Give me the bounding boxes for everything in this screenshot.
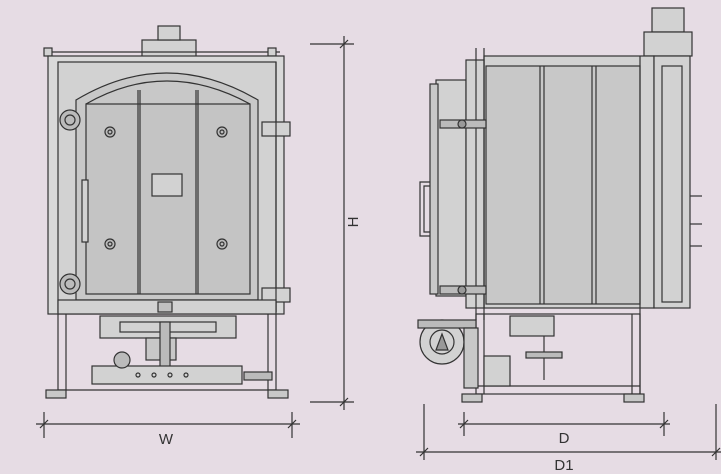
- depth-total-dimension: [416, 404, 721, 460]
- side-top-box: [651, 7, 685, 33]
- height-dimension: [310, 36, 354, 410]
- front-peep-window: [151, 173, 183, 197]
- side-door: [435, 79, 467, 297]
- height-label: H: [345, 217, 362, 228]
- depth-label: D: [559, 430, 570, 447]
- depth-total-label: D1: [554, 457, 573, 474]
- front-view: [43, 25, 291, 399]
- hinge-wheel-icon: [59, 273, 81, 295]
- depth-dimension: [458, 412, 670, 436]
- front-gas-manifold: [91, 365, 243, 385]
- front-vent-cap: [157, 25, 181, 41]
- side-view: [417, 7, 702, 403]
- width-label: W: [159, 431, 174, 448]
- side-rear-column: [653, 55, 691, 309]
- width-dimension: [36, 412, 300, 438]
- hinge-wheel-icon: [59, 109, 81, 131]
